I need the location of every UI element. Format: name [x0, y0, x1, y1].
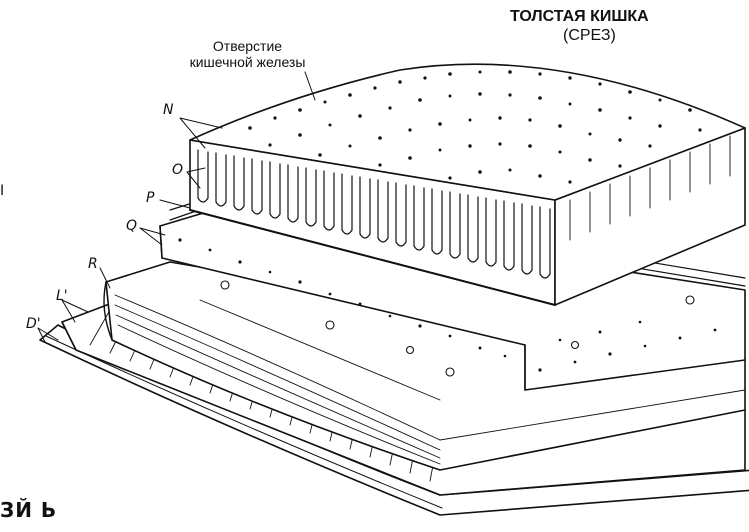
- label-r: R: [88, 256, 98, 272]
- annotation-line-2: кишечной железы: [155, 54, 340, 70]
- label-p: P: [146, 190, 154, 206]
- label-l: L': [56, 288, 68, 304]
- label-q: Q: [126, 218, 137, 234]
- leader-p: [160, 200, 190, 208]
- edge-fragment-bottom: ЗЙ Ь: [0, 498, 57, 522]
- diagram-title: ТОЛСТАЯ КИШКА: [510, 8, 649, 26]
- annotation-line-1: Отверстие: [155, 38, 340, 54]
- label-d: D': [26, 316, 41, 332]
- diagram-subtitle: (СРЕЗ): [563, 27, 616, 45]
- gland-opening-annotation: Отверстие кишечной железы: [155, 38, 340, 70]
- label-o: O: [172, 162, 183, 178]
- label-n: N: [163, 102, 173, 118]
- edge-mark-left: I: [0, 183, 4, 199]
